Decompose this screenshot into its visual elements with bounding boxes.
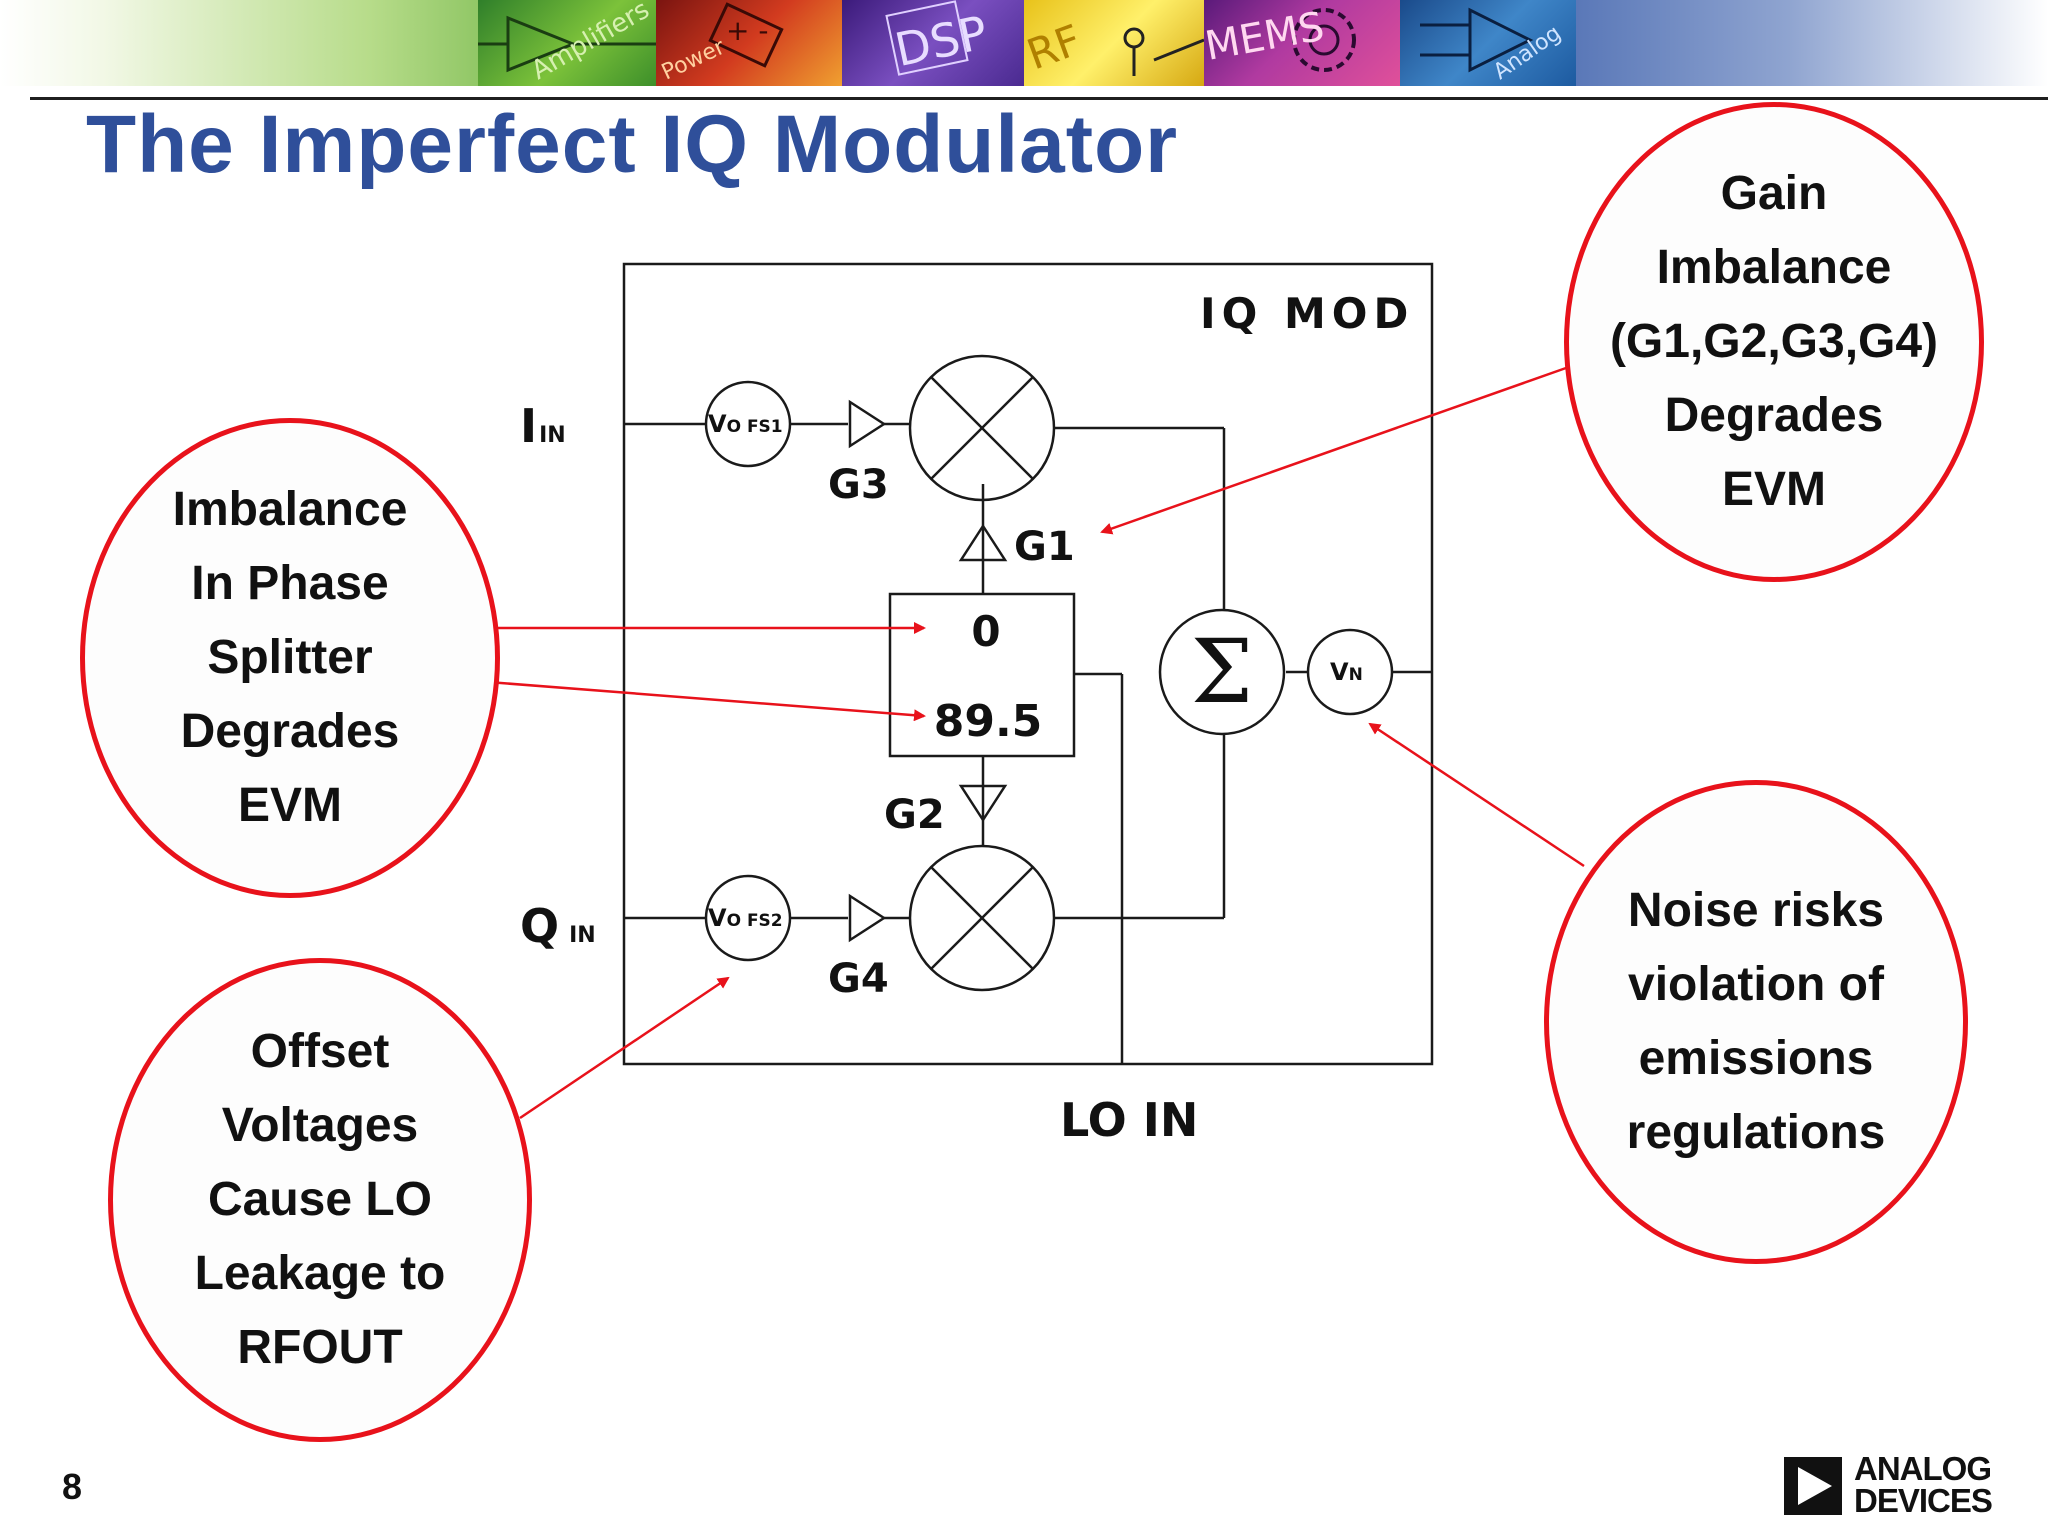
g4-amplifier — [848, 893, 887, 943]
banner-tail — [1576, 0, 2048, 86]
header-rule — [30, 97, 2048, 100]
callout-line: Noise risks — [1627, 884, 1885, 937]
lo-input-label: LO IN — [1060, 1093, 1198, 1147]
g3-amplifier — [848, 399, 887, 449]
callout-line: Degrades — [180, 705, 400, 758]
page-number: 8 — [62, 1466, 83, 1507]
logo-line-2: DEVICES — [1854, 1482, 1993, 1519]
gain-callout-arrow — [1100, 366, 1567, 535]
offset-2-label: VO FS2 — [708, 904, 783, 932]
callout-line: Voltages — [221, 1099, 419, 1152]
svg-text:+ -: + - — [726, 14, 768, 47]
callout-line: (G1,G2,G3,G4) — [1609, 315, 1939, 368]
offset-source-1 — [704, 380, 792, 468]
noise-source-label: VN — [1330, 658, 1363, 686]
phase-top-label: 0 — [971, 607, 1000, 656]
callout-line: regulations — [1626, 1106, 1886, 1159]
banner-tile-power: + - Power — [656, 0, 842, 86]
callout-line: Gain — [1720, 167, 1828, 220]
gear-icon: MEMS — [1202, 4, 1356, 72]
callout-line: Imbalance — [172, 483, 408, 536]
phase-callout-arrow-bottom — [487, 680, 926, 722]
chip-symbol-icon: DSP — [885, 0, 992, 77]
q-mixer — [908, 844, 1056, 992]
callout-line: violation of — [1628, 958, 1884, 1011]
g3-label: G3 — [828, 462, 889, 508]
iq-mod-block — [622, 262, 1434, 1066]
callout-line: Degrades — [1664, 389, 1884, 442]
callout-line: RFOUT — [237, 1321, 403, 1374]
opamp-symbol-icon: Analog — [1420, 7, 1566, 85]
callout-line: EVM — [1721, 463, 1826, 516]
callout-line: Cause LO — [207, 1173, 433, 1226]
callout-line: In Phase — [191, 557, 389, 610]
callout-line: EVM — [237, 779, 342, 832]
antenna-symbol-icon: RF — [1021, 15, 1205, 79]
offset-1-label: VO FS1 — [708, 410, 783, 438]
banner-tile-analog: Analog — [1400, 0, 1576, 86]
block-label: IQ MOD — [1200, 289, 1414, 338]
summer — [1158, 608, 1286, 736]
banner-tile-rf: RF — [1021, 0, 1205, 86]
callout-line: Offset — [250, 1025, 390, 1078]
i-input-label: IIN — [520, 399, 566, 453]
banner-tile-dsp: DSP — [842, 0, 1024, 86]
callout-line: Splitter — [207, 631, 373, 684]
logo-triangle-icon — [1784, 1457, 1842, 1515]
page-title: The Imperfect IQ Modulator — [86, 99, 1179, 190]
phase-splitter — [888, 592, 1076, 758]
header-banner: Amplifiers + - Power DSP RF MEMS — [0, 0, 2048, 86]
g2-label: G2 — [884, 792, 945, 838]
i-mixer — [908, 354, 1056, 502]
logo-line-1: ANALOG — [1854, 1450, 1992, 1487]
battery-symbol-icon: + - Power — [658, 2, 784, 85]
phase-imbalance-callout: Imbalance In Phase Splitter Degrades EVM — [80, 418, 500, 898]
callout-line: emissions — [1638, 1032, 1874, 1085]
offset-source-2 — [704, 874, 792, 962]
callout-line: Imbalance — [1656, 241, 1892, 294]
banner-tile-mems: MEMS — [1202, 0, 1400, 86]
logo-text: ANALOG DEVICES — [1854, 1450, 1993, 1519]
g1-label: G1 — [1014, 524, 1075, 570]
g1-amplifier — [958, 523, 1008, 562]
noise-callout-arrow — [1368, 722, 1585, 868]
offset-callout-arrow — [519, 976, 730, 1120]
sigma-icon: Σ — [1191, 620, 1253, 723]
amplifier-symbol-icon: Amplifiers — [478, 0, 656, 86]
g4-label: G4 — [828, 956, 889, 1002]
gain-imbalance-callout: Gain Imbalance (G1,G2,G3,G4) Degrades EV… — [1564, 102, 1984, 582]
offset-voltage-callout: Offset Voltages Cause LO Leakage to RFOU… — [108, 958, 532, 1442]
noise-source — [1306, 628, 1394, 716]
callout-line: Leakage to — [194, 1247, 446, 1300]
banner-tile-amplifiers: Amplifiers — [478, 0, 656, 86]
phase-bottom-label: 89.5 — [934, 696, 1043, 747]
g2-amplifier — [958, 784, 1008, 823]
noise-risk-callout: Noise risks violation of emissions regul… — [1544, 780, 1968, 1264]
